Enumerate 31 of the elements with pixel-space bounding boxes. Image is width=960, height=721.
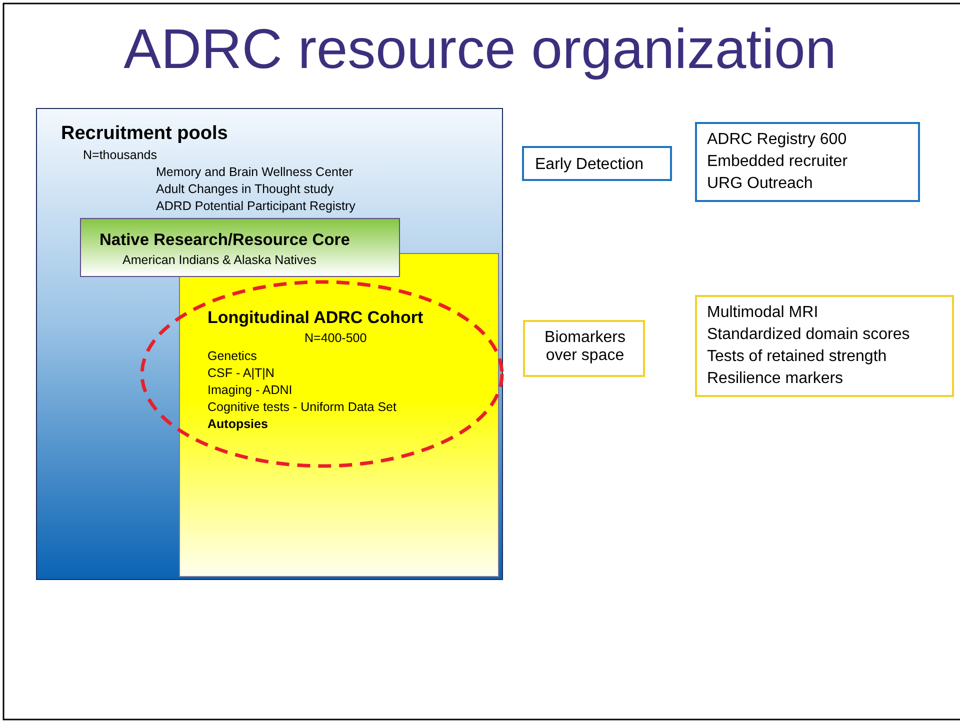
detail-box [695,295,954,397]
text-line: ADRC Registry 600 [707,131,847,150]
text-line: Embedded recruiter [707,153,848,172]
text-line: Multimodal MRI [707,304,818,322]
text-line: N=thousands [83,148,158,162]
heading: Longitudinal ADRC Cohort [208,308,424,328]
text-line: Biomarkers over space [544,329,626,366]
text-line: Resilience markers [707,370,844,388]
detail-box [695,122,920,202]
text-line: URG Outreach [707,175,813,194]
topic-box [522,146,672,181]
text-line: Standardized domain scores [707,326,910,344]
text-line: Tests of retained strength [707,348,887,366]
slide-title: ADRC resource organization [122,18,838,80]
text-line: Imaging - ADNI [208,382,292,397]
text-line: Genetics [208,348,257,363]
pool-panel [36,108,503,580]
text-line: N=400-500 [304,330,367,345]
text-line: Memory and Brain Wellness Center [156,165,354,180]
text-line: Cognitive tests - Uniform Data Set [208,400,396,414]
text-line: ADRD Potential Participant Registry [156,199,356,214]
heading: Recruitment pools [61,123,228,145]
heading: Native Research/Resource Core [100,230,350,250]
text-line: Early Detection [535,156,644,174]
text-line: CSF - A|T|N [208,366,274,380]
core-box [80,218,400,276]
text-line: American Indians & Alaska Natives [122,252,316,267]
topic-box [523,320,645,377]
heading: Autopsies [208,416,268,431]
text-line: Adult Changes in Thought study [156,182,334,196]
cohort-box [178,252,498,576]
